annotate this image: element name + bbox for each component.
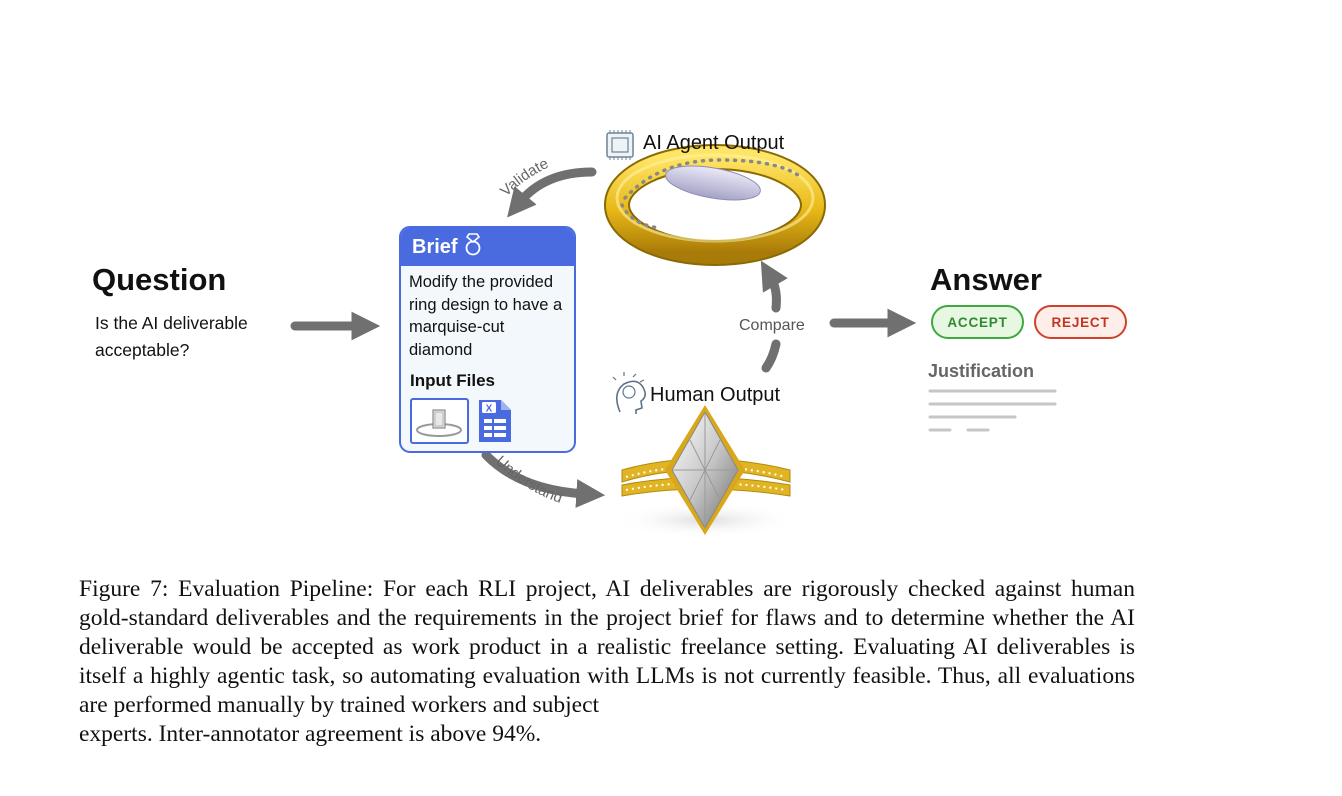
reject-button[interactable]: REJECT bbox=[1034, 305, 1127, 339]
ai-agent-ring-image bbox=[604, 144, 826, 266]
input-files-label: Input Files bbox=[410, 371, 495, 390]
brief-header: Brief bbox=[401, 228, 574, 266]
validate-arrow bbox=[507, 167, 597, 218]
brief-card: Brief Modify the provided ring design to… bbox=[399, 226, 576, 453]
question-text: Is the AI deliverable acceptable? bbox=[95, 313, 248, 360]
human-ring-image bbox=[614, 405, 798, 538]
understand-arrow bbox=[481, 450, 606, 508]
brief-title: Brief bbox=[412, 235, 458, 258]
human-head-brain-icon bbox=[612, 372, 646, 414]
figure-caption: Figure 7: Evaluation Pipeline: For each … bbox=[79, 575, 1135, 749]
human-output-label: Human Output bbox=[650, 384, 781, 406]
justification-text-lines bbox=[928, 389, 1057, 432]
answer-title: Answer bbox=[930, 262, 1042, 297]
compare-arrow-upper bbox=[760, 260, 788, 313]
accept-button[interactable]: ACCEPT bbox=[931, 305, 1024, 339]
file-badge-letter: X bbox=[486, 404, 493, 415]
compare-label: Compare bbox=[739, 317, 805, 334]
caption-last-line: experts. Inter-annotator agreement is ab… bbox=[79, 721, 542, 747]
spreadsheet-file-icon[interactable]: X bbox=[477, 398, 513, 449]
caption-main: Figure 7: Evaluation Pipeline: For each … bbox=[79, 576, 1135, 718]
ai-agent-output-label: AI Agent Output bbox=[643, 132, 785, 154]
question-title: Question bbox=[92, 262, 227, 297]
ring-image-thumbnail[interactable] bbox=[410, 398, 469, 444]
compare-arrow-lower bbox=[761, 339, 781, 373]
brief-text: Modify the provided ring design to have … bbox=[409, 273, 563, 359]
cpu-chip-icon bbox=[606, 130, 634, 160]
ring-icon bbox=[464, 232, 482, 262]
justification-label: Justification bbox=[928, 361, 1035, 381]
input-files: X bbox=[410, 398, 513, 449]
understand-label: Understand bbox=[492, 453, 564, 507]
